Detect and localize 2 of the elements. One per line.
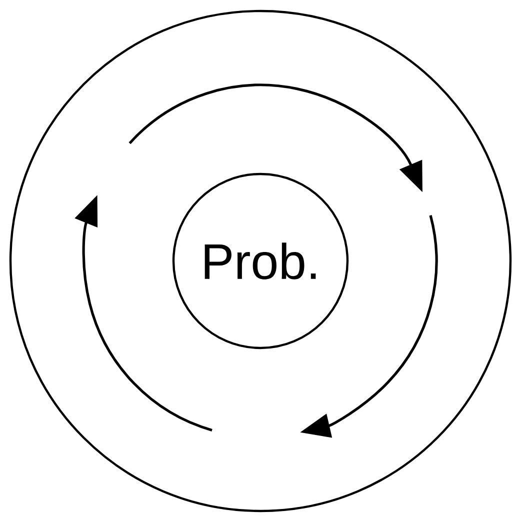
circle-node: Prob. bbox=[172, 172, 349, 350]
circle-outline bbox=[9, 10, 512, 512]
